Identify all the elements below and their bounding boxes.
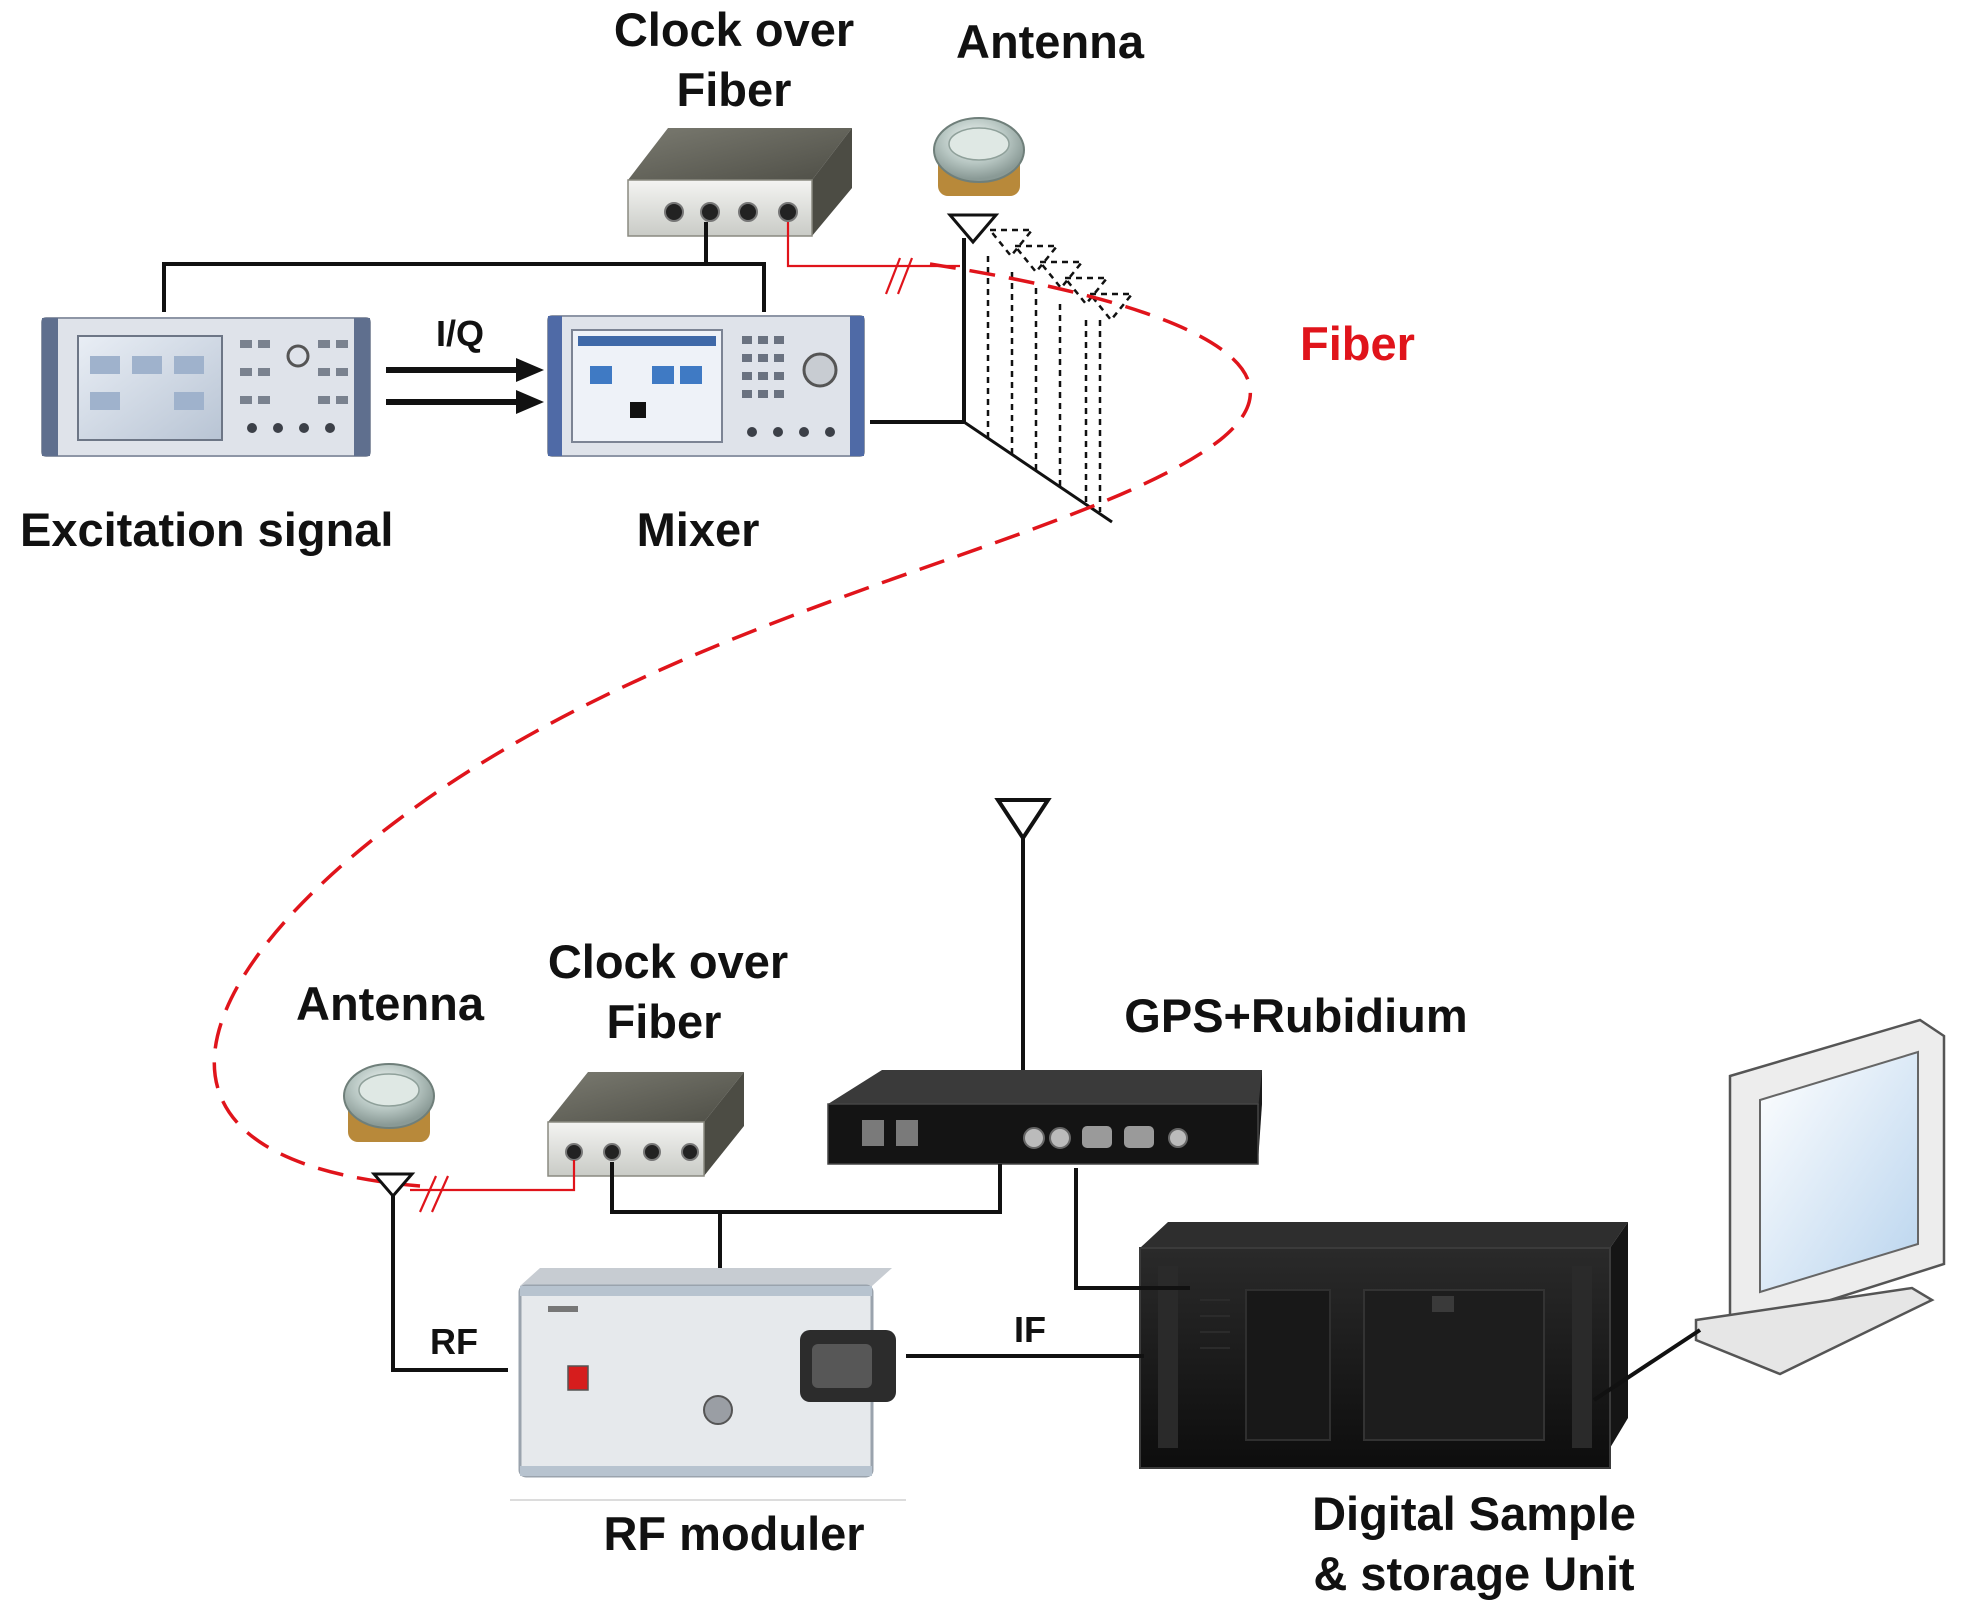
- mixer-instrument: [547, 315, 865, 457]
- digital-storage-unit: [1139, 1222, 1628, 1469]
- label-digital-sample-1: Digital Sample: [1312, 1487, 1636, 1540]
- bottom-wires: [391, 1162, 1702, 1402]
- label-clock-over-fiber-top-2: Fiber: [677, 63, 792, 116]
- label-antenna-bottom: Antenna: [296, 977, 485, 1030]
- gps-rubidium-unit: [827, 1070, 1262, 1165]
- label-rf-moduler: RF moduler: [603, 1507, 864, 1560]
- label-clock-over-fiber-top-1: Clock over: [614, 3, 854, 56]
- monitor-icon: [1694, 1018, 1946, 1376]
- label-antenna-top: Antenna: [956, 15, 1145, 68]
- label-gps-rubidium: GPS+Rubidium: [1124, 989, 1467, 1042]
- label-rf: RF: [430, 1321, 478, 1362]
- label-clock-over-fiber-bottom-1: Clock over: [548, 935, 788, 988]
- antenna-bottom-icon: [343, 1063, 435, 1199]
- label-clock-over-fiber-bottom-2: Fiber: [607, 995, 722, 1048]
- labels: Clock over Fiber Antenna I/Q Fiber Excit…: [20, 3, 1636, 1600]
- label-excitation-signal: Excitation signal: [20, 503, 393, 556]
- gps-antenna-icon: [994, 798, 1052, 1070]
- clock-over-fiber-box-bottom: [547, 1072, 744, 1177]
- clock-over-fiber-box-top: [627, 128, 852, 237]
- fiber-link-top: [786, 222, 960, 295]
- label-digital-sample-2: & storage Unit: [1313, 1547, 1635, 1600]
- excitation-signal-instrument: [41, 317, 371, 457]
- rf-moduler-box: [510, 1268, 906, 1501]
- top-wires: [162, 222, 964, 424]
- label-iq: I/Q: [436, 313, 484, 354]
- antenna-top-icon: [933, 117, 1135, 524]
- label-mixer: Mixer: [637, 503, 760, 556]
- fiber-link-bottom: [410, 1160, 576, 1213]
- label-fiber: Fiber: [1300, 317, 1415, 370]
- label-if: IF: [1014, 1309, 1046, 1350]
